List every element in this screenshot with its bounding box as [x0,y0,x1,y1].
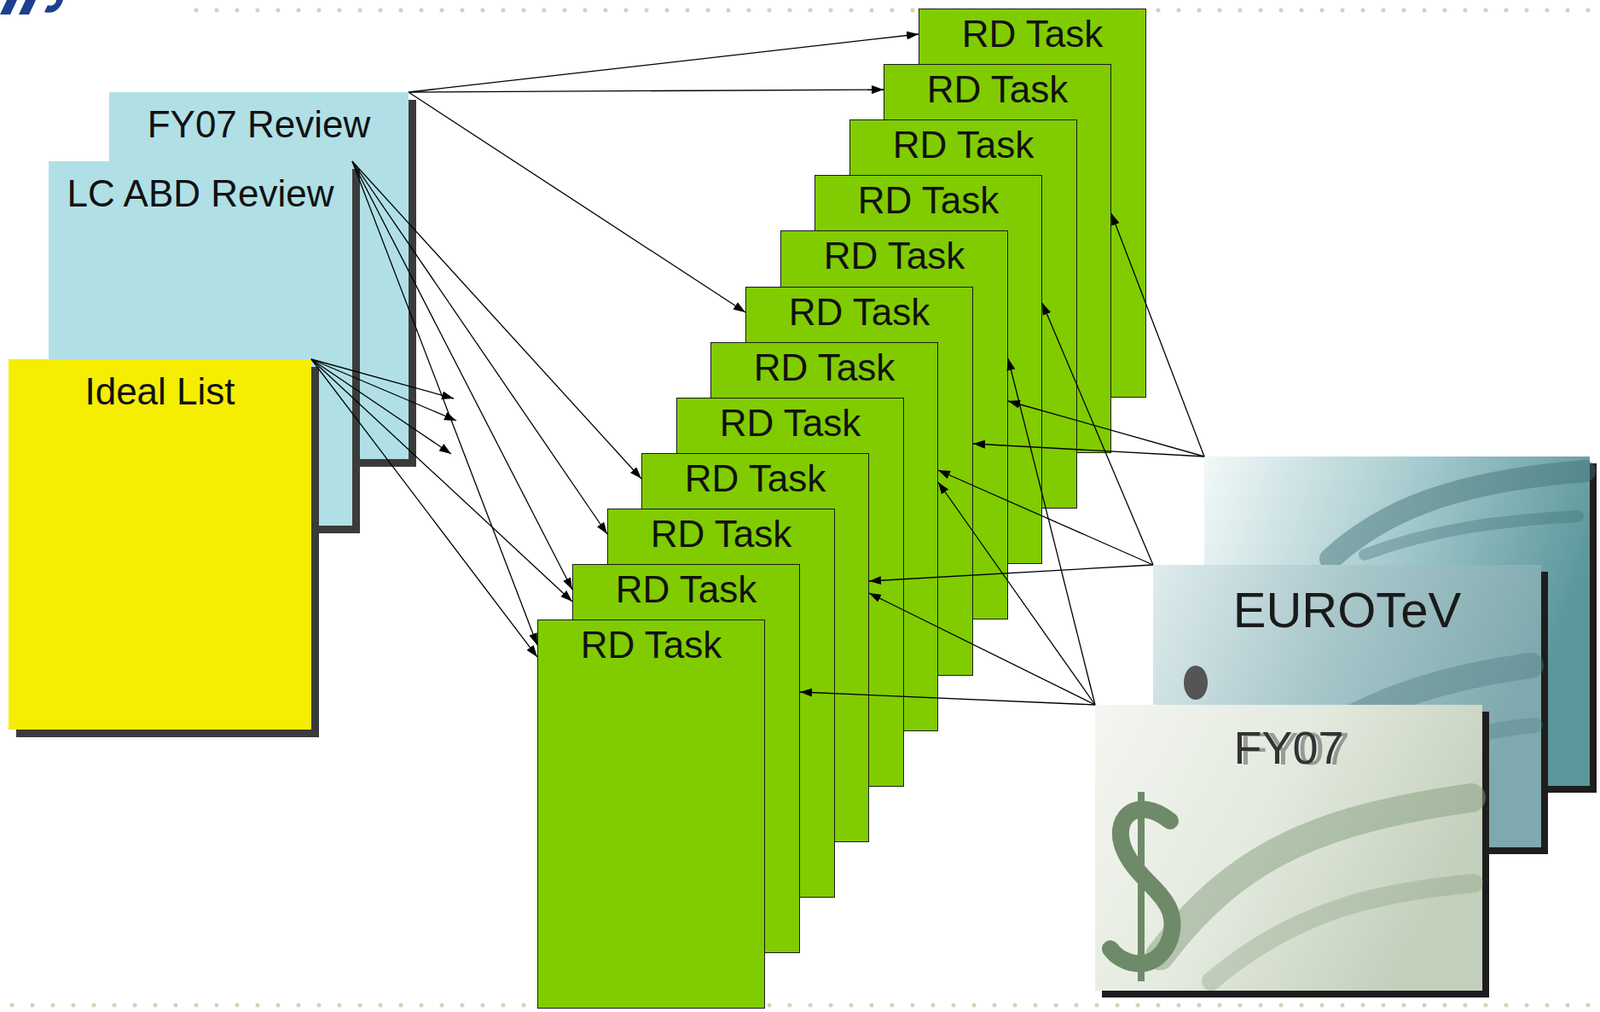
connector-arrow [352,161,642,479]
list-card: Ideal List [8,359,312,730]
photo-shadow [1211,463,1597,793]
dollar-shadow [1330,470,1585,559]
dollar-sign [1110,809,1173,964]
card-title: RD Task [892,123,1034,167]
connector-arrow [938,469,1154,565]
card-title: RD Task [788,290,930,334]
card-title: FY07 Review [147,102,372,148]
connector-arrow [869,592,1096,705]
dollar-shadow [1211,882,1474,981]
card-title: RD Task [962,12,1103,56]
connector-arrow [1042,302,1154,565]
connector-arrow [800,691,1096,705]
card-title: RD Task [927,68,1068,111]
connector-arrow [869,564,1154,581]
card-title: FY07 [1233,719,1344,776]
card-title: EUROTeV [1233,579,1462,640]
loose-arrow [1111,213,1205,457]
connector-arrow [352,161,538,645]
photo-shadow [1159,571,1548,854]
card-title: Ideal List [84,369,235,415]
loose-arrow [311,359,457,421]
card-title: RD Task [823,234,965,278]
card-title: RD Task [753,346,895,389]
connector-arrow [408,92,746,313]
card-title: LC ABD Review [66,171,334,217]
loose-arrow [311,359,452,454]
connector-arrow [311,359,538,657]
dollar-shadow [1219,665,1531,832]
connector-arrow [938,481,1096,705]
task-card: RD Task [537,619,766,1009]
loose-arrow [973,443,1205,457]
dollar-fragment [1183,665,1208,700]
logo-fragment [44,0,64,13]
loose-arrow [311,359,454,399]
dotted-rule [11,1002,1592,1008]
funding-photo [1204,456,1590,786]
connector-arrow [352,161,608,534]
logo-fragment [18,0,36,15]
connector-arrow [311,359,573,602]
card-title: RD Task [719,401,861,445]
card-title: RD Task [650,512,792,556]
card-title: RD Task [615,568,757,611]
loose-arrow [1008,400,1205,457]
funding-photo [1095,704,1483,991]
card-title: RD Task [580,623,722,667]
dollar-sign [1137,791,1145,981]
dotted-rule [196,8,1592,13]
funding-card: EUROTeV [1153,564,1542,847]
card-title: RD Task [857,179,999,222]
dollar-shadow [1159,797,1472,956]
dollar-shadow [1364,515,1578,555]
connector-arrow [1008,358,1096,705]
connector-arrow [408,89,884,93]
connector-arrow [408,34,919,93]
photo-shadow [1101,711,1490,998]
logo-fragment [0,0,18,15]
card-title: RD Task [684,457,826,500]
funding-card: FY07 [1095,704,1483,991]
funding-photo [1153,564,1542,847]
connector-arrow [352,161,573,590]
